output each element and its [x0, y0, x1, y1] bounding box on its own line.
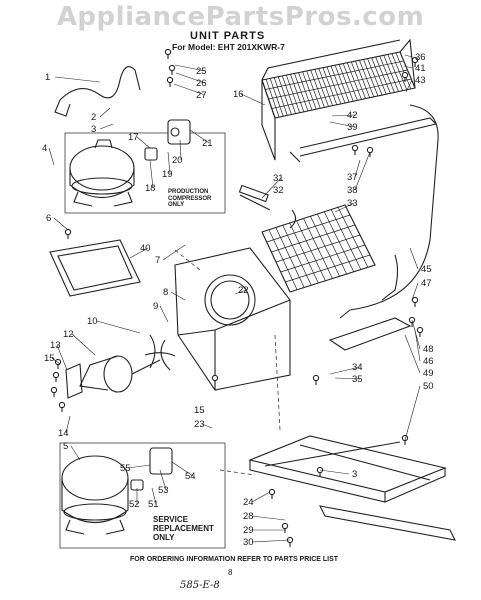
callout-9: 9 [153, 301, 159, 312]
callout-19: 19 [162, 169, 173, 180]
callout-42: 42 [347, 110, 358, 121]
callout-49: 49 [423, 368, 434, 379]
callout-34: 34 [352, 362, 363, 373]
callout-23: 23 [194, 419, 205, 430]
callout-14: 14 [58, 428, 69, 439]
watermark: AppliancePartsPros.com [56, 2, 425, 32]
callout-17: 17 [128, 132, 139, 143]
callout-27: 27 [196, 90, 207, 101]
callout-3b: 3 [352, 469, 358, 480]
fan-motor [79, 334, 176, 393]
callout-7: 7 [155, 255, 161, 266]
callout-20: 20 [172, 155, 183, 166]
handwritten-code: 585-E-8 [180, 580, 220, 591]
service-replacement-note: SERVICE REPLACEMENT ONLY [153, 515, 214, 542]
callout-48: 48 [423, 344, 434, 355]
callout-21: 21 [202, 138, 213, 149]
callout-16: 16 [233, 89, 244, 100]
callout-15a: 15 [44, 353, 55, 364]
callout-45: 45 [421, 264, 432, 275]
callout-18: 18 [145, 183, 156, 194]
callout-28: 28 [243, 511, 254, 522]
callout-55: 55 [120, 463, 131, 474]
callout-24: 24 [243, 497, 254, 508]
callout-37: 37 [347, 172, 358, 183]
callout-38: 38 [347, 185, 358, 196]
callout-29: 29 [243, 525, 254, 536]
callout-43: 43 [415, 75, 426, 86]
callout-8: 8 [163, 287, 169, 298]
callout-40: 40 [140, 243, 151, 254]
evaporator-coil [238, 184, 376, 293]
callout-15b: 15 [194, 405, 205, 416]
callout-12: 12 [63, 329, 74, 340]
fasteners [50, 48, 424, 547]
production-compressor-note: PRODUCTION COMPRESSOR ONLY [168, 189, 212, 208]
callout-54: 54 [185, 471, 196, 482]
callout-46: 46 [423, 356, 434, 367]
callout-3: 3 [91, 124, 97, 135]
callout-4: 4 [42, 143, 48, 154]
drain-pan [49, 239, 141, 297]
callout-47: 47 [421, 278, 432, 289]
callout-52: 52 [129, 499, 140, 510]
motor-mount [65, 363, 83, 399]
service-compressor [59, 442, 226, 549]
callout-51: 51 [148, 499, 159, 510]
callout-25: 25 [196, 66, 207, 77]
reference-lines [174, 249, 281, 476]
ordering-footer: FOR ORDERING INFORMATION REFER TO PARTS … [130, 556, 339, 563]
callout-36: 36 [415, 52, 426, 63]
callout-50: 50 [423, 381, 434, 392]
refrigerant-tubing [339, 104, 439, 319]
production-compressor [64, 132, 226, 214]
callout-5: 5 [63, 441, 69, 452]
condenser-bracket [328, 317, 412, 351]
relay-assembly [144, 119, 191, 161]
callout-1: 1 [45, 72, 51, 83]
callout-31: 31 [273, 173, 284, 184]
leader-lines [48, 54, 421, 543]
page-number: 8 [228, 568, 233, 577]
diagram-title: UNIT PARTS [190, 30, 266, 42]
drain-tube [381, 254, 399, 301]
callout-6: 6 [46, 213, 52, 224]
callout-41: 41 [415, 63, 426, 74]
callout-10: 10 [87, 316, 98, 327]
callout-35: 35 [352, 374, 363, 385]
callout-30: 30 [243, 537, 254, 548]
callout-2: 2 [91, 112, 97, 123]
model-line: For Model: EHT 201XKWR-7 [172, 42, 285, 52]
callout-26: 26 [196, 78, 207, 89]
condenser-coil [261, 38, 438, 163]
callout-53: 53 [158, 485, 169, 496]
callout-22: 22 [238, 285, 249, 296]
power-cord [54, 66, 141, 117]
fan-bracket [174, 247, 291, 391]
callout-32: 32 [273, 185, 284, 196]
callout-13: 13 [50, 340, 61, 351]
callout-33: 33 [347, 198, 358, 209]
base-frame [248, 435, 456, 541]
callout-39: 39 [347, 122, 358, 133]
